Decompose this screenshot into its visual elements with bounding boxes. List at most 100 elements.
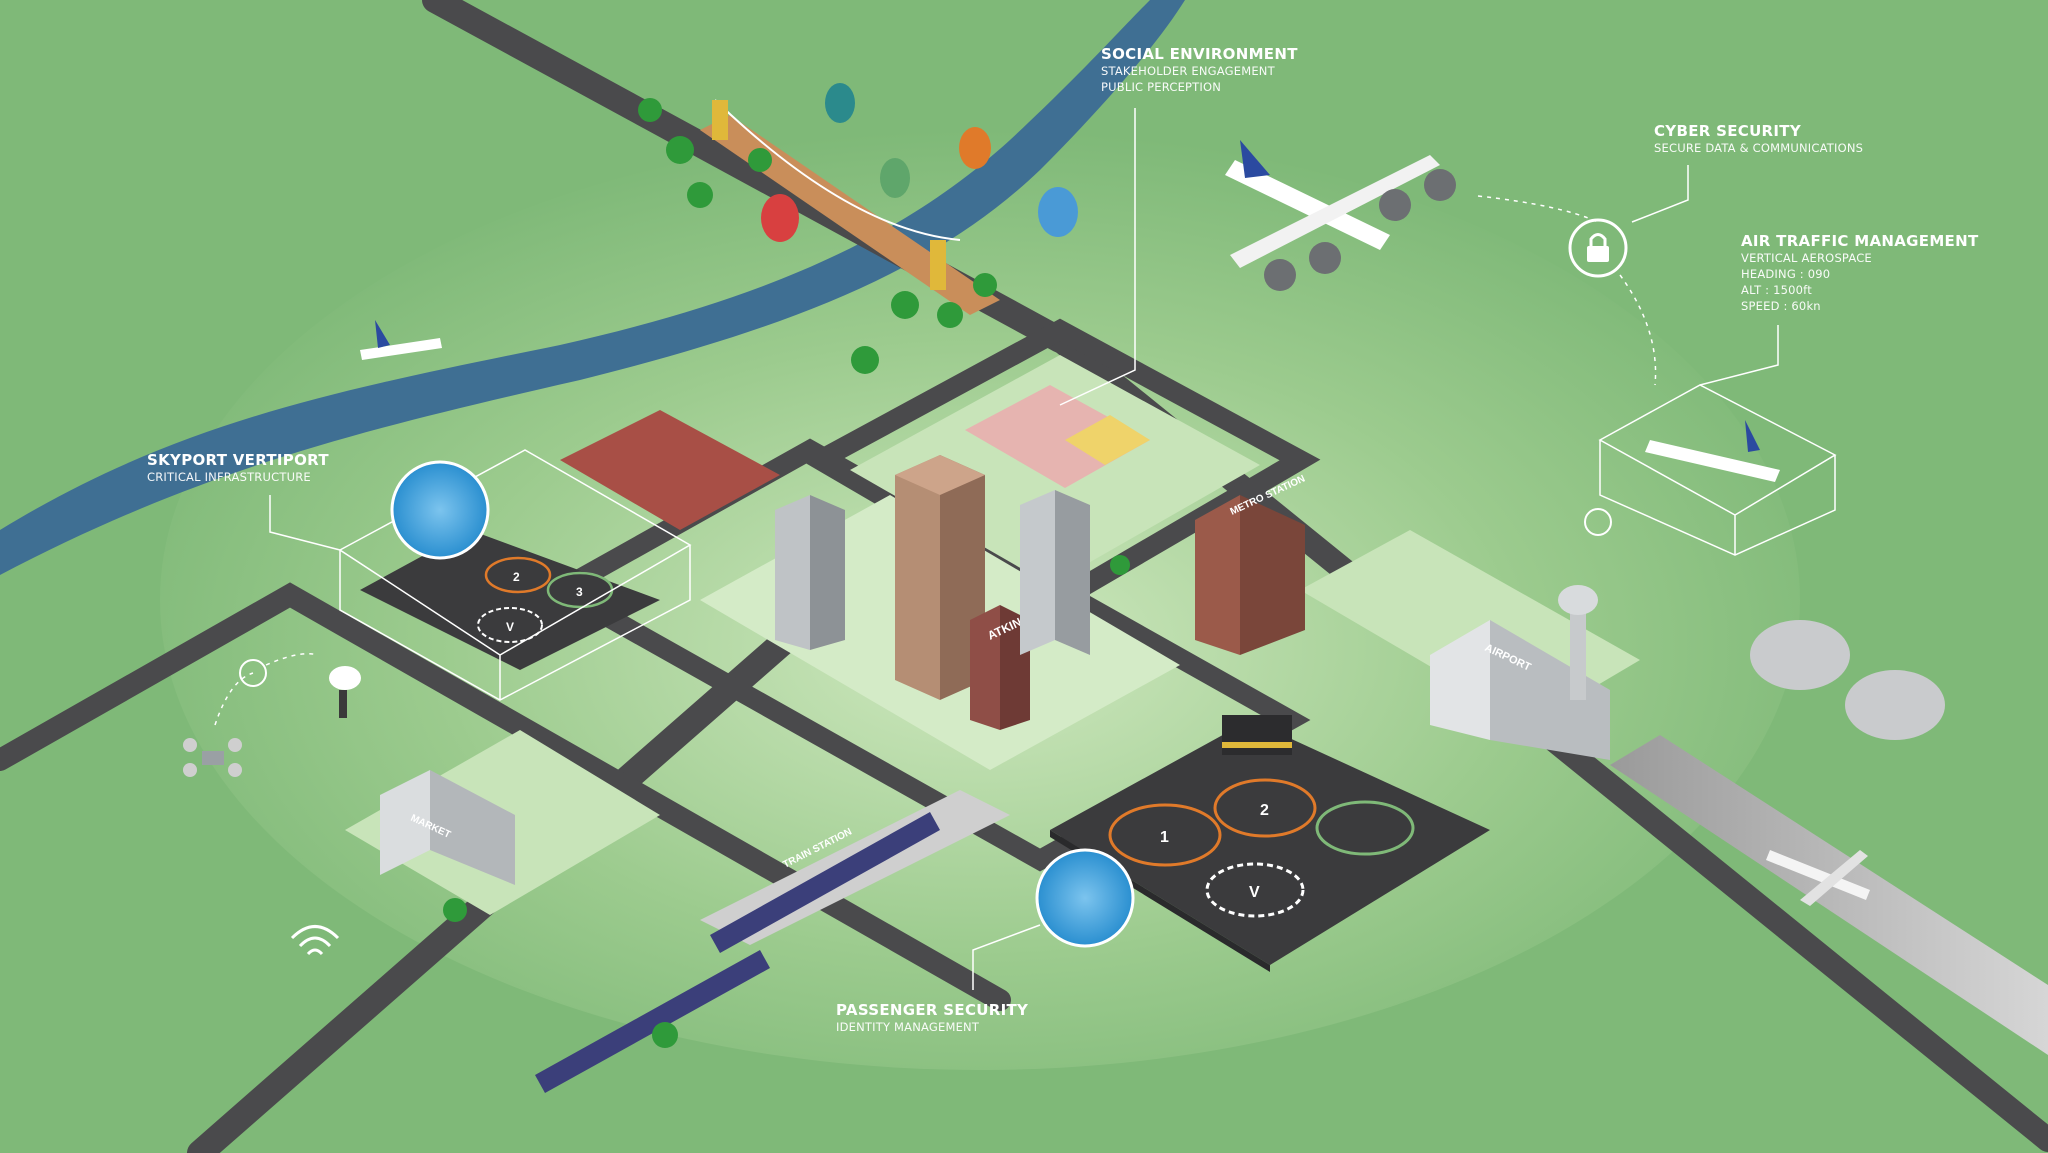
airliner-body xyxy=(1766,850,1870,900)
pad-right-1-ring xyxy=(1108,803,1222,867)
pad-right-label-1: 1 xyxy=(1160,829,1169,846)
passenger-callout-line xyxy=(972,924,1041,990)
drone-body xyxy=(202,751,224,765)
control-tower xyxy=(1570,610,1586,700)
runway xyxy=(1610,735,2048,1055)
air-traffic-line-1: VERTICAL AEROSPACE xyxy=(1741,251,1872,265)
skyport-vertiport-title: SKYPORT VERTIPORT xyxy=(147,451,329,469)
evtol-atm xyxy=(1598,384,1837,556)
tree xyxy=(443,898,467,922)
evtol-atm-body xyxy=(1645,440,1780,482)
airliner-runway xyxy=(1766,850,1870,906)
tree xyxy=(687,182,713,208)
metro-station-left xyxy=(1195,495,1240,655)
air-traffic-title: AIR TRAFFIC MANAGEMENT xyxy=(1741,232,1979,250)
tree xyxy=(937,302,963,328)
evtol-large-rotor xyxy=(1424,169,1456,201)
wifi-icon xyxy=(290,925,340,956)
pad-left-label-2: 2 xyxy=(513,570,520,584)
pad-left-label-v: V xyxy=(506,620,514,634)
grey-tower-left-side xyxy=(810,495,845,650)
pad-right-base xyxy=(1050,720,1490,965)
evtol-atm-tail xyxy=(1745,420,1760,452)
tree xyxy=(666,136,694,164)
passenger-security-title: PASSENGER SECURITY xyxy=(836,1001,1029,1019)
skyport-vertiport-callout: SKYPORT VERTIPORT CRITICAL INFRASTRUCTUR… xyxy=(147,451,329,485)
road-west xyxy=(0,582,1011,1011)
hangar-1 xyxy=(1750,620,1850,690)
drone-rotor xyxy=(183,738,197,752)
passenger-security-callout: PASSENGER SECURITY IDENTITY MANAGEMENT xyxy=(836,1001,1028,1035)
pad-right-label-v: V xyxy=(1249,884,1260,901)
evtol-small-body xyxy=(360,338,442,360)
river xyxy=(0,0,1185,575)
social-callout-line xyxy=(1059,108,1136,406)
evtol-small-tail xyxy=(375,320,390,348)
balloon-teal xyxy=(825,83,855,123)
market-building-right xyxy=(430,770,515,885)
cyber-callout-line xyxy=(1631,165,1689,223)
metro-station-right xyxy=(1240,495,1305,655)
air-traffic-line-4: SPEED : 60kn xyxy=(1741,299,1821,313)
social-environment-callout: SOCIAL ENVIRONMENT STAKEHOLDER ENGAGEMEN… xyxy=(1101,45,1298,95)
balloon-blue xyxy=(1038,187,1078,237)
pad-left-2-ring xyxy=(484,556,552,594)
evtol-small-river xyxy=(360,320,442,360)
lock-icon xyxy=(1587,246,1609,262)
tree xyxy=(891,291,919,319)
drone xyxy=(183,738,242,777)
hot-air-balloons xyxy=(761,83,1078,242)
balloon-green xyxy=(880,158,910,198)
tree xyxy=(652,1022,678,1048)
balloon-orange xyxy=(959,127,991,169)
trees xyxy=(443,98,1130,1048)
cyber-lock-badge xyxy=(1568,218,1628,278)
pad-right-terminal-accent xyxy=(1222,742,1292,748)
control-tower-cab xyxy=(1558,585,1598,615)
lock-icon-shackle xyxy=(1589,233,1607,246)
atm-wireframe-box xyxy=(1598,384,1837,556)
passenger-badge xyxy=(1035,848,1135,948)
aircraft xyxy=(183,140,1870,906)
train-upper xyxy=(710,812,940,953)
atm-callout-line xyxy=(1699,325,1779,386)
colorful-houses-yellow xyxy=(1065,415,1150,465)
lock-icon-small-atm xyxy=(1584,508,1612,536)
air-traffic-line-3: ALT : 1500ft xyxy=(1741,283,1812,297)
vertiport-left: 2 3 V xyxy=(338,449,692,701)
satellite-dish xyxy=(329,666,361,718)
tree xyxy=(748,148,772,172)
callout-lines xyxy=(214,108,1779,990)
grey-tower-center xyxy=(1020,490,1055,655)
bridge-tower-south xyxy=(930,240,946,290)
pad-right-2-ring xyxy=(1213,778,1317,838)
suspension-bridge xyxy=(700,99,1000,315)
market-building-left xyxy=(380,770,430,875)
airliner-wing xyxy=(1800,850,1868,906)
pad-right-occupied-ring xyxy=(1315,800,1415,856)
tower-tall-top xyxy=(895,455,985,495)
dish xyxy=(329,666,361,690)
drone-rotor xyxy=(183,763,197,777)
tower-tall-left xyxy=(895,455,940,700)
cyber-security-callout: CYBER SECURITY SECURE DATA & COMMUNICATI… xyxy=(1654,122,1863,156)
social-environment-line-1: STAKEHOLDER ENGAGEMENT xyxy=(1101,64,1275,78)
evtol-large-rotor xyxy=(1264,259,1296,291)
hangar-2 xyxy=(1845,670,1945,740)
balloon-red xyxy=(761,194,799,242)
evtol-large-rotor xyxy=(1379,189,1411,221)
evtol-large-body xyxy=(1225,160,1390,250)
pad-left-v-ring xyxy=(477,607,543,643)
tree xyxy=(1110,555,1130,575)
cyber-security-title: CYBER SECURITY xyxy=(1654,122,1801,140)
social-environment-title: SOCIAL ENVIRONMENT xyxy=(1101,45,1298,63)
evtol-large xyxy=(1225,140,1456,291)
drone-rotor xyxy=(228,738,242,752)
grey-tower-left xyxy=(775,495,810,650)
skyport-callout-line xyxy=(269,495,341,551)
social-environment-line-2: PUBLIC PERCEPTION xyxy=(1101,80,1222,94)
skyport-vertiport-line-1: CRITICAL INFRASTRUCTURE xyxy=(147,470,311,484)
pad-right-label-2: 2 xyxy=(1260,802,1269,819)
red-houses xyxy=(560,410,780,530)
airport-building-right xyxy=(1490,620,1610,760)
